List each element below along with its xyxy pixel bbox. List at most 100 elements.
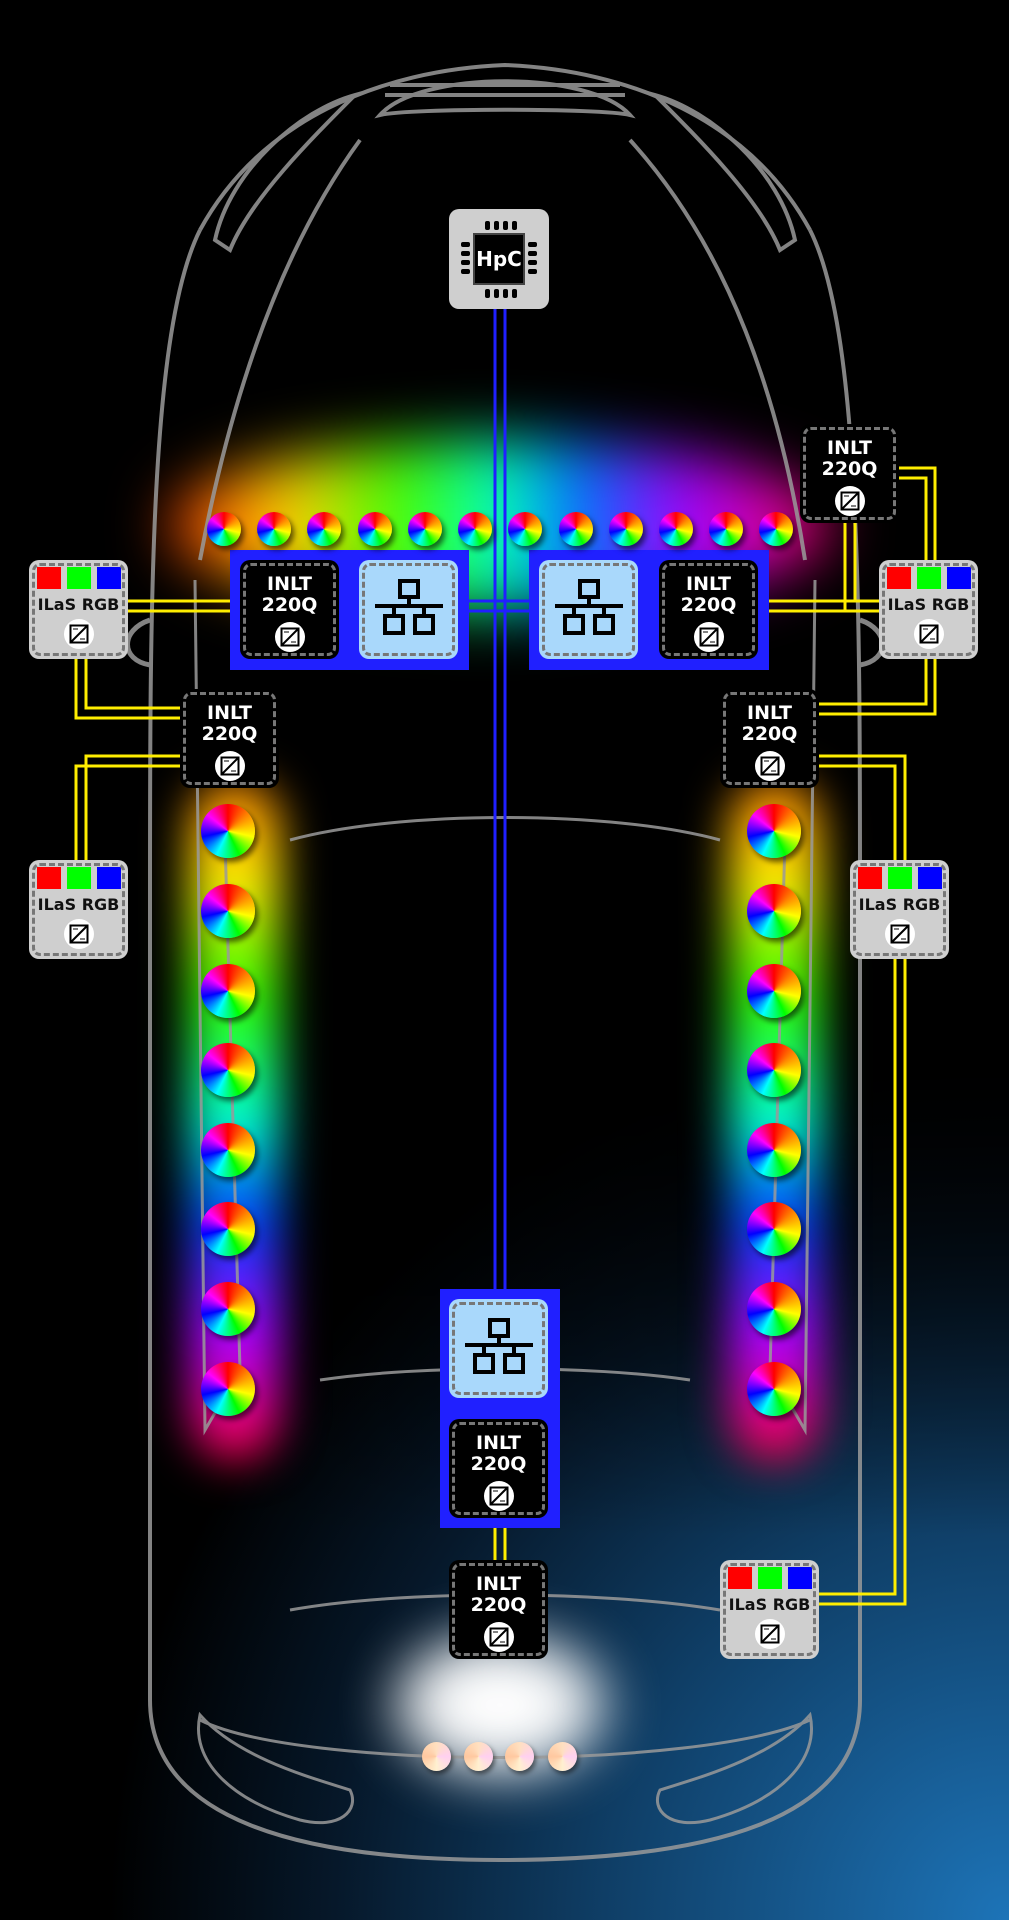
blue-swatch <box>787 1567 812 1589</box>
module-model: 220Q <box>261 594 318 616</box>
dc-dc-converter-icon <box>483 1481 514 1511</box>
red-swatch <box>36 567 61 589</box>
rgb-led-left <box>201 1202 255 1256</box>
blue-swatch <box>96 867 121 889</box>
blue-swatch <box>917 867 942 889</box>
green-swatch <box>66 867 91 889</box>
rgb-led-left <box>201 884 255 938</box>
module-model: 220Q <box>680 594 737 616</box>
module-model: 220Q <box>470 1594 527 1616</box>
dc-dc-converter-icon <box>214 751 245 781</box>
chip-pin <box>461 251 470 256</box>
ethernet-switch[interactable] <box>539 560 638 659</box>
rgb-led-roof <box>508 512 543 546</box>
rgb-led-roof <box>257 512 292 546</box>
chip-pin <box>494 221 499 230</box>
rgb-led-right <box>747 1043 801 1097</box>
ethernet-switch[interactable] <box>449 1299 548 1398</box>
red-swatch <box>857 867 882 889</box>
rgb-led-left <box>201 964 255 1018</box>
module-label: ILaS RGB <box>37 895 120 914</box>
chip-pin <box>528 269 537 274</box>
module-model: 220Q <box>470 1453 527 1475</box>
chip-pin <box>461 242 470 247</box>
rgb-led-right <box>747 964 801 1018</box>
right-headlight <box>648 91 798 254</box>
module-name: INLT <box>476 1573 521 1595</box>
module-model: 220Q <box>741 723 798 745</box>
rgb-led-roof <box>558 512 593 546</box>
front-grille <box>374 79 636 119</box>
rgb-swatches <box>879 560 978 589</box>
rgb-led-right <box>747 804 801 858</box>
green-swatch <box>757 1567 782 1589</box>
rgb-swatches <box>720 1560 819 1589</box>
network-switch-icon <box>459 1317 539 1381</box>
car-body-left <box>148 229 501 1862</box>
rgb-led-left <box>201 804 255 858</box>
module-name: INLT <box>747 702 792 724</box>
dc-dc-converter-icon <box>884 919 915 949</box>
chip-pin <box>528 251 537 256</box>
chip-pin <box>503 221 508 230</box>
module-label: ILaS RGB <box>858 895 941 914</box>
dc-dc-converter-icon <box>274 622 305 652</box>
rgb-led-right <box>747 1362 801 1416</box>
chip-pin <box>461 269 470 274</box>
chip-pin <box>503 289 508 298</box>
dc-dc-converter-icon <box>754 1619 785 1649</box>
chip-pin <box>512 221 517 230</box>
ilas-rgb-module[interactable]: ILaS RGB <box>29 860 128 959</box>
rgb-swatches <box>29 560 128 589</box>
left-taillight <box>197 1711 354 1825</box>
rgb-led-right <box>747 1282 801 1336</box>
ilas-rgb-module[interactable]: ILaS RGB <box>879 560 978 659</box>
rgb-led-right <box>747 884 801 938</box>
dc-dc-converter-icon <box>754 751 785 781</box>
ilas-rgb-module[interactable]: ILaS RGB <box>850 860 949 959</box>
windshield-left <box>198 138 362 561</box>
green-swatch <box>887 867 912 889</box>
ethernet-switch[interactable] <box>359 560 458 659</box>
rgb-led-roof <box>407 512 442 546</box>
hpc-module[interactable]: HpC <box>449 209 549 309</box>
rgb-led-left <box>201 1282 255 1336</box>
dc-dc-converter-icon <box>834 486 865 516</box>
chip-pin <box>485 221 490 230</box>
rgb-led-roof <box>207 512 242 546</box>
chip-pin <box>485 289 490 298</box>
dc-dc-converter-icon <box>693 622 724 652</box>
module-name: INLT <box>686 573 731 595</box>
blue-swatch <box>96 567 121 589</box>
hpc-label: HpC <box>476 247 522 271</box>
rgb-led-roof <box>458 512 493 546</box>
network-switch-icon <box>369 578 449 642</box>
chip-pin <box>494 289 499 298</box>
dc-dc-converter-icon <box>63 619 94 649</box>
module-label: ILaS RGB <box>37 595 120 614</box>
red-swatch <box>727 1567 752 1589</box>
module-label: ILaS RGB <box>728 1595 811 1614</box>
white-led-rear <box>463 1741 493 1771</box>
left-headlight <box>212 91 362 254</box>
module-label: ILaS RGB <box>887 595 970 614</box>
white-led-rear <box>421 1741 451 1771</box>
rgb-led-roof <box>658 512 693 546</box>
chip-pin <box>461 260 470 265</box>
rear-bumper <box>199 1718 811 1759</box>
rgb-led-roof <box>357 512 392 546</box>
red-swatch <box>886 567 911 589</box>
green-swatch <box>66 567 91 589</box>
ilas-rgb-module[interactable]: ILaS RGB <box>29 560 128 659</box>
ilas-rgb-module[interactable]: ILaS RGB <box>720 1560 819 1659</box>
module-model: 220Q <box>821 458 878 480</box>
red-swatch <box>36 867 61 889</box>
